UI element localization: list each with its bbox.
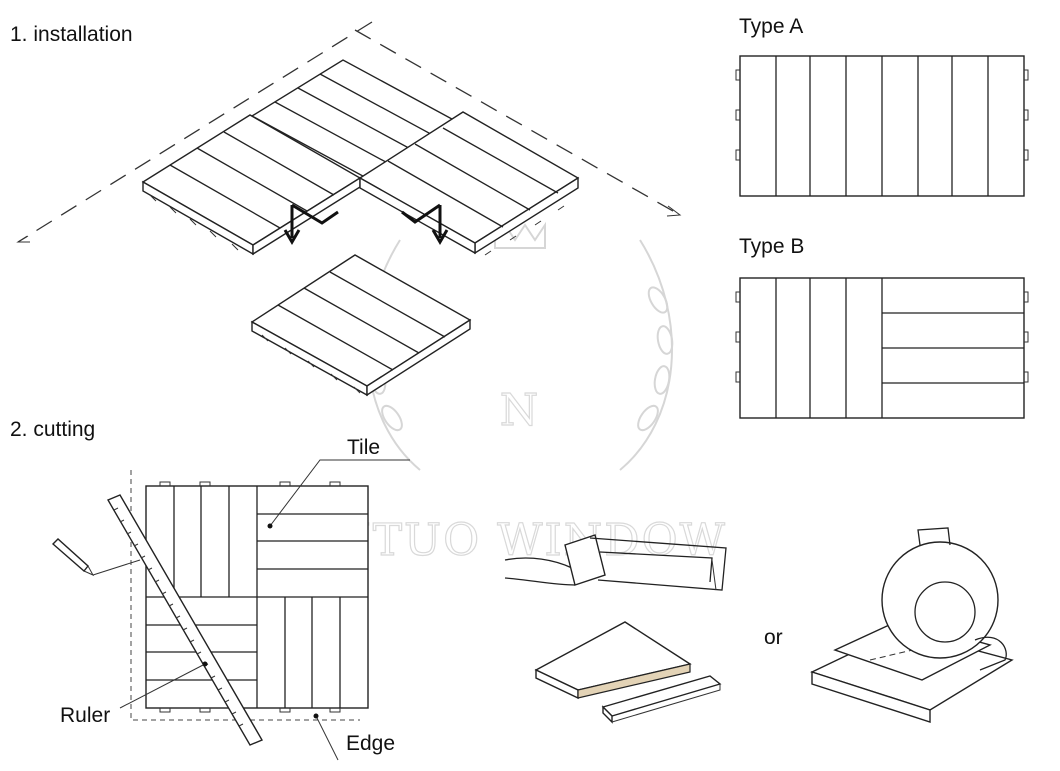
tile-callout: Tile: [347, 436, 381, 459]
edge-leader-dot: [313, 713, 319, 719]
type-b-label: Type B: [739, 235, 805, 258]
or-label: or: [764, 626, 783, 649]
cutting-title: 2. cutting: [10, 418, 96, 441]
laurel-right: [619, 239, 673, 471]
type-a-label: Type A: [739, 15, 804, 38]
hand-saw-icon: [504, 534, 727, 591]
iso-tile-clips: [149, 194, 565, 256]
type-a-clips: [735, 69, 1029, 161]
ruler-leader: [119, 663, 206, 709]
ruler-leader-dot: [202, 661, 208, 667]
install-arrow-left: [283, 203, 339, 245]
type-b-tile: [735, 277, 1029, 419]
cut-tile-pieces: [534, 621, 722, 724]
edge-callout: Edge: [346, 732, 396, 755]
iso-tile-right: [358, 111, 580, 255]
type-b-clips: [735, 291, 1029, 383]
edge-leader: [315, 715, 339, 761]
install-arrow-right: [401, 203, 449, 245]
installation-guide-lines: [16, 21, 682, 243]
pencil-icon: [51, 538, 95, 577]
ruler-callout: Ruler: [60, 704, 111, 727]
pencil-line: [92, 559, 141, 576]
watermark-monogram: N: [500, 385, 541, 436]
installation-title: 1. installation: [10, 23, 133, 46]
miter-saw-icon: [810, 527, 1014, 723]
type-a-tile: [735, 55, 1029, 197]
iso-tile-separate: [250, 254, 472, 397]
cut-edge-outline: [130, 470, 360, 721]
tile-leader: [269, 459, 410, 527]
cutting-tile-top-down: [145, 481, 369, 713]
tile-leader-dot: [267, 523, 273, 529]
